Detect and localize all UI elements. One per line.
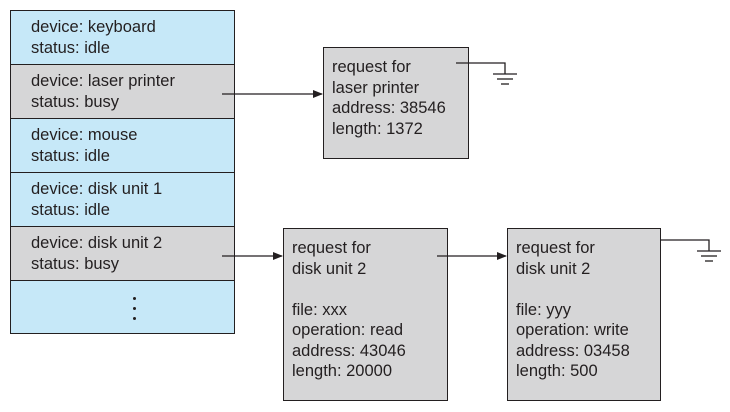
null-pointer-ground-icon xyxy=(456,62,517,85)
device-status: status: busy xyxy=(31,93,120,111)
request-line: disk unit 2 xyxy=(292,259,367,278)
ellipsis-dot xyxy=(133,307,136,310)
null-pointer-ground-icon xyxy=(660,239,721,262)
device-status: status: idle xyxy=(31,147,110,165)
request-line: file: yyy xyxy=(516,300,572,319)
more-devices-ellipsis xyxy=(11,281,234,333)
request-line: file: xxx xyxy=(292,300,348,319)
request-line: length: 20000 xyxy=(292,362,393,380)
device-status: status: idle xyxy=(31,201,110,219)
device-row-laser-printer: device: laser printer status: busy xyxy=(11,65,234,119)
device-status-table: device: keyboard status: idle device: la… xyxy=(10,10,235,334)
device-name: device: keyboard xyxy=(31,18,156,36)
device-name: device: laser printer xyxy=(31,72,175,90)
request-line: address: 38546 xyxy=(332,99,446,117)
device-name: device: disk unit 2 xyxy=(31,234,163,252)
request-line: laser printer xyxy=(332,78,420,97)
request-line: request for xyxy=(332,58,411,76)
request-line: disk unit 2 xyxy=(516,259,591,278)
request-line: request for xyxy=(292,239,371,257)
laser-printer-request-box: request for laser printer address: 38546… xyxy=(323,47,469,159)
device-row-disk-unit-1: device: disk unit 1 status: idle xyxy=(11,173,234,227)
device-row-mouse: device: mouse status: idle xyxy=(11,119,234,173)
ellipsis-dot xyxy=(133,317,136,320)
disk-request-2-box: request for disk unit 2 file: yyy operat… xyxy=(507,228,661,401)
request-line: operation: read xyxy=(292,321,403,339)
request-line: length: 500 xyxy=(516,362,598,380)
request-line: request for xyxy=(516,239,595,257)
device-row-keyboard: device: keyboard status: idle xyxy=(11,11,234,65)
device-row-disk-unit-2: device: disk unit 2 status: busy xyxy=(11,227,234,281)
ellipsis-dot xyxy=(133,297,136,300)
device-status: status: busy xyxy=(31,255,120,273)
request-line: address: 03458 xyxy=(516,341,630,360)
request-line: operation: write xyxy=(516,321,629,339)
request-line: length: 1372 xyxy=(332,119,423,138)
device-name: device: disk unit 1 xyxy=(31,180,163,198)
disk-request-1-box: request for disk unit 2 file: xxx operat… xyxy=(283,228,448,401)
request-line: address: 43046 xyxy=(292,341,406,360)
device-status: status: idle xyxy=(31,39,110,57)
device-name: device: mouse xyxy=(31,126,138,144)
